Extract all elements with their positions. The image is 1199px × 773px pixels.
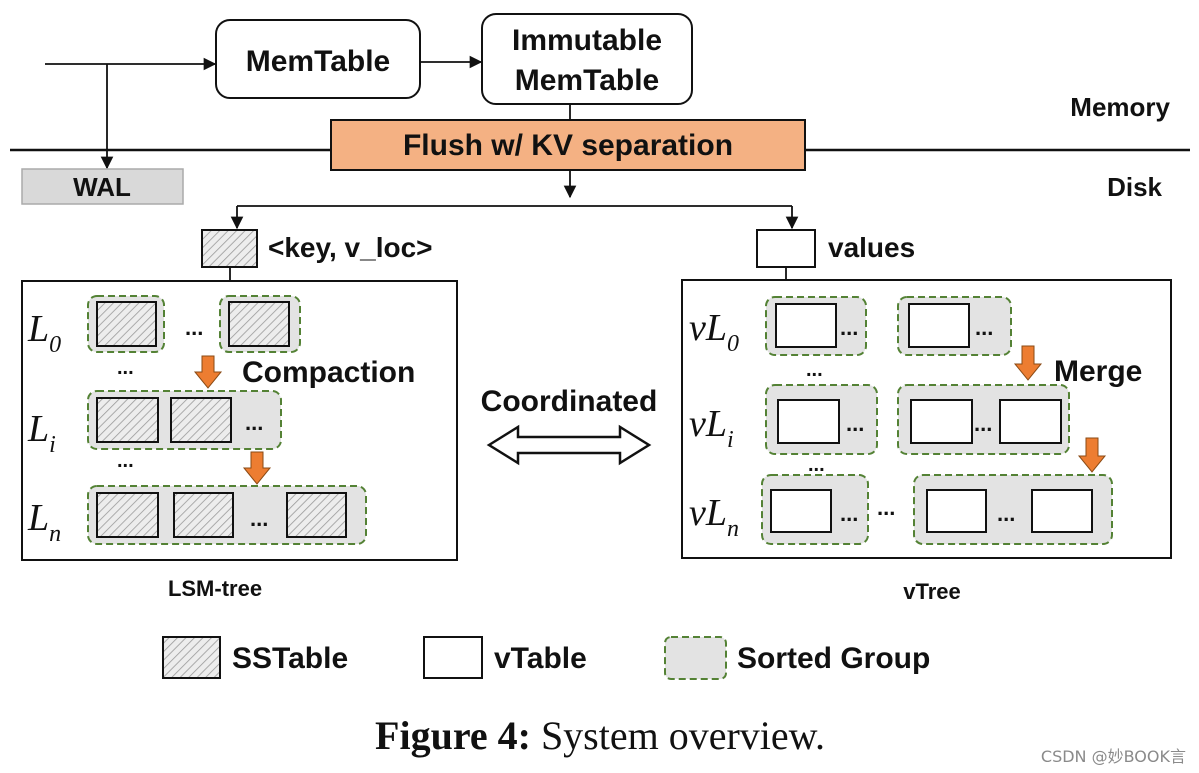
legend-vtable-label: vTable [494, 642, 587, 675]
vtree-level-vli: vLi [689, 403, 734, 453]
ellipsis: ... [974, 411, 992, 436]
ellipsis-vertical: ... [806, 359, 823, 381]
lsm-level-l0: L0 [27, 308, 61, 358]
ellipsis: ... [846, 411, 864, 436]
values-vtable [756, 229, 816, 268]
legend-vtable-swatch [423, 636, 483, 679]
vtable [775, 303, 837, 348]
legend-sstable-swatch [162, 636, 221, 679]
coordinated-double-arrow [486, 424, 652, 466]
merge-arrow-2 [1077, 437, 1107, 473]
sstable [96, 301, 157, 347]
vtree-level-vln: vLn [689, 492, 739, 542]
ellipsis: ... [877, 495, 895, 520]
immutable-label-line1: Immutable [512, 24, 662, 57]
lsm-level-li: Li [27, 408, 56, 458]
ellipsis: ... [245, 410, 263, 435]
vtable [999, 399, 1062, 444]
merge-arrow-1 [1013, 345, 1043, 381]
ellipsis: ... [250, 506, 268, 531]
lsm-level-ln: Ln [27, 497, 61, 547]
watermark: CSDN @妙BOOK言 [1041, 747, 1186, 766]
legend-sorted-group-label: Sorted Group [737, 642, 930, 675]
compaction-arrow-2 [242, 451, 272, 485]
vtree-title: vTree [903, 579, 961, 604]
vtable [1031, 489, 1093, 533]
legend-sorted-group-swatch [664, 636, 727, 680]
lsm-tree-title: LSM-tree [168, 576, 262, 601]
ellipsis-vertical: ... [117, 357, 134, 379]
compaction-label: Compaction [242, 356, 415, 389]
flush-box: Flush w/ KV separation [330, 119, 806, 171]
sstable [286, 492, 347, 538]
ellipsis: ... [997, 501, 1015, 526]
vtable [908, 303, 970, 348]
key-vloc-sstable [201, 229, 258, 268]
immutable-memtable-box: Immutable MemTable [481, 13, 693, 105]
compaction-arrow-1 [193, 355, 223, 389]
vtree-level-vl0: vL0 [689, 307, 739, 357]
immutable-label-line2: MemTable [515, 64, 659, 97]
memtable-box: MemTable [215, 19, 421, 99]
sstable [96, 397, 159, 443]
memtable-label: MemTable [246, 45, 390, 78]
values-label: values [828, 232, 915, 263]
legend: SSTable vTable Sorted Group [162, 636, 930, 680]
coordinated-label: Coordinated [481, 385, 658, 418]
ellipsis: ... [185, 315, 203, 340]
legend-sstable-label: SSTable [232, 642, 348, 675]
memory-label: Memory [1070, 92, 1170, 122]
ellipsis-vertical: ... [808, 454, 825, 476]
wal-label: WAL [73, 172, 131, 202]
sstable [228, 301, 290, 347]
sstable [96, 492, 159, 538]
flush-label: Flush w/ KV separation [403, 129, 733, 162]
sstable [173, 492, 234, 538]
vtable [926, 489, 987, 533]
ellipsis-vertical: ... [117, 450, 134, 472]
ellipsis: ... [975, 315, 993, 340]
disk-label: Disk [1107, 172, 1162, 202]
ellipsis: ... [840, 501, 858, 526]
key-vloc-label: <key, v_loc> [268, 232, 433, 263]
lsm-tree-panel: L0 Li Ln ... ... Compaction ... ... ... [21, 280, 458, 561]
vtable [770, 489, 832, 533]
vtree-panel: vL0 vLi vLn ... ... ... Merge ... ... ..… [681, 279, 1172, 559]
ellipsis: ... [840, 315, 858, 340]
sstable [170, 397, 232, 443]
merge-label: Merge [1054, 355, 1142, 388]
vtable [777, 399, 840, 444]
vtable [910, 399, 973, 444]
wal-box: WAL [21, 168, 184, 205]
figure-caption: Figure 4: System overview. [375, 713, 825, 758]
